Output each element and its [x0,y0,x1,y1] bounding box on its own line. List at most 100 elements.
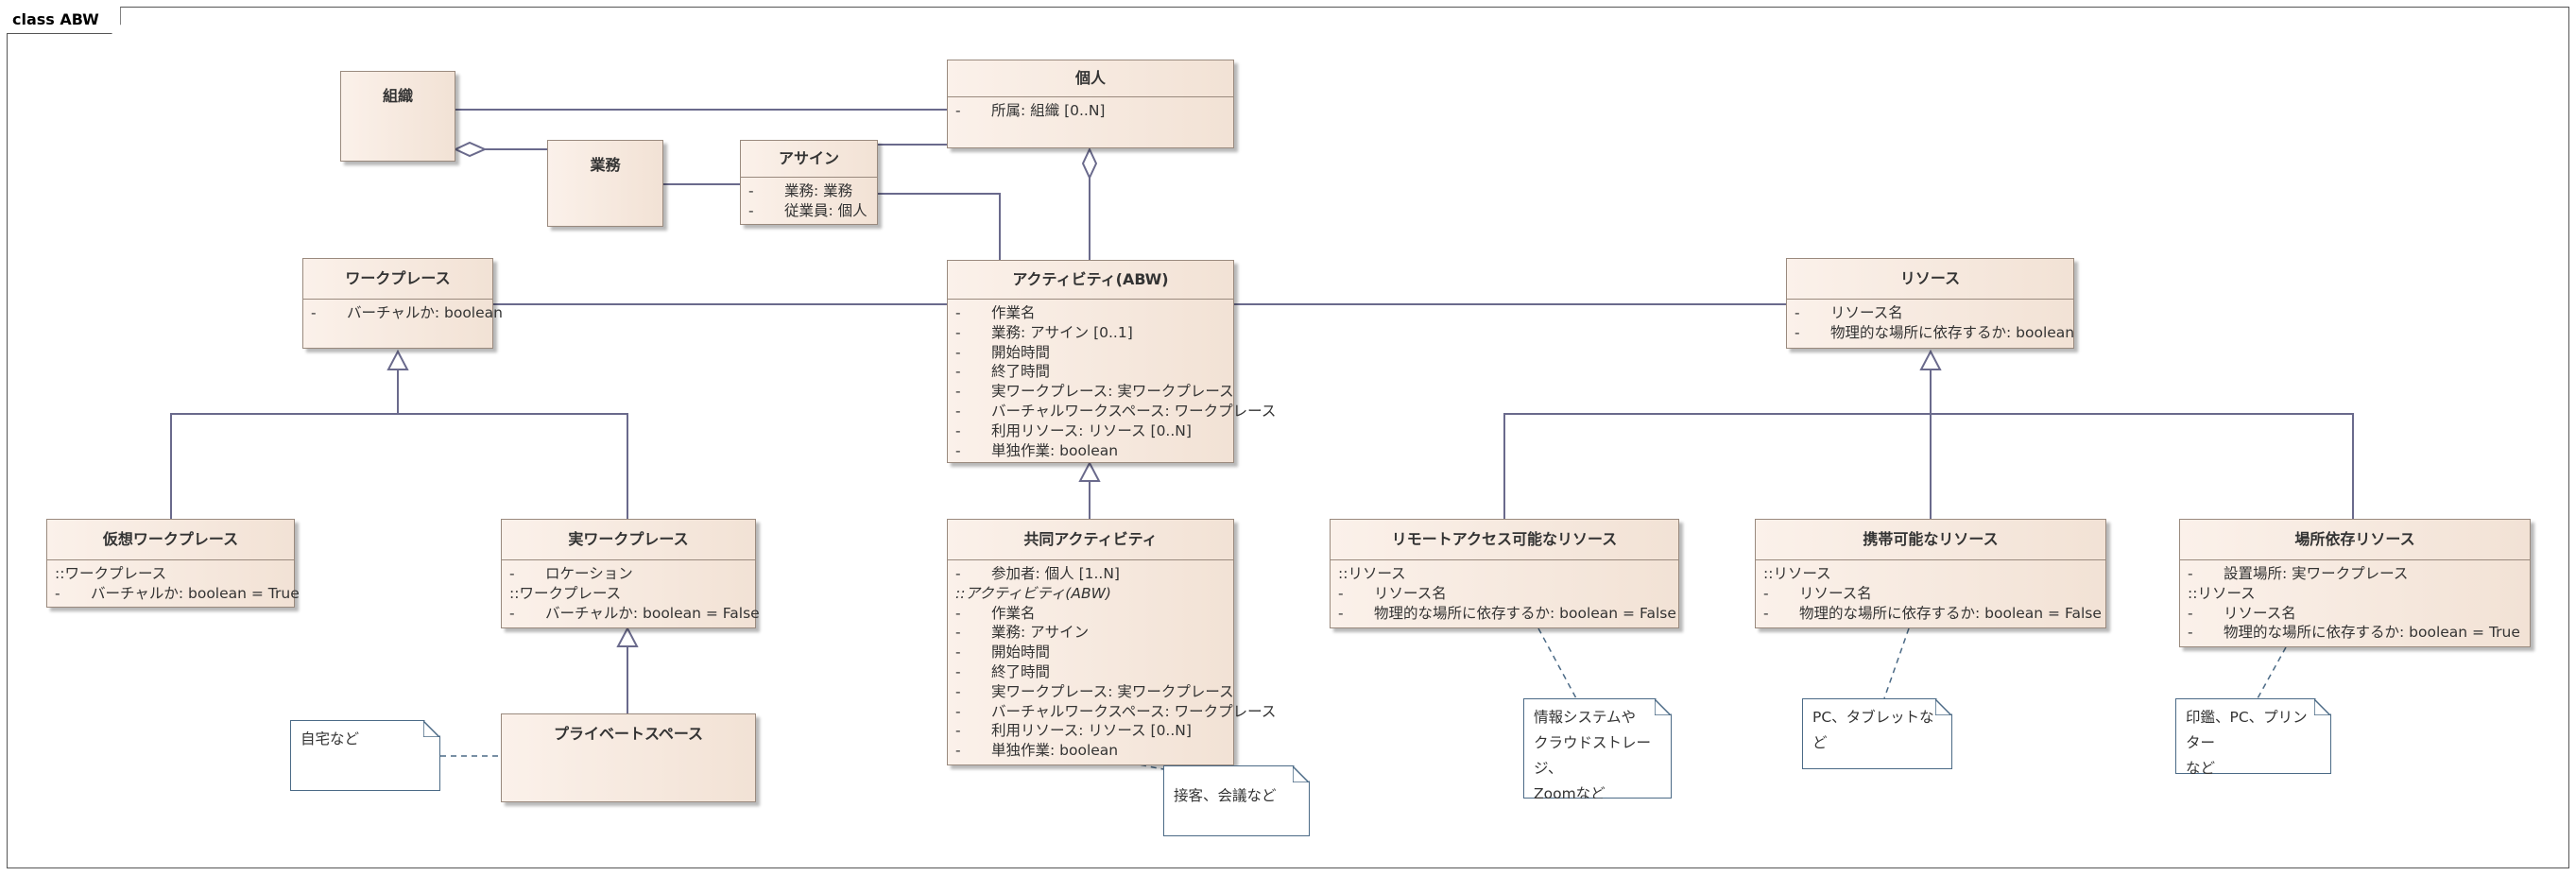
visibility-marker: - [748,182,754,199]
attribute-text: リソース名 [1799,584,1872,602]
visibility-marker: - [955,304,961,321]
class-place-resource[interactable]: 場所依存リソース -設置場所: 実ワークプレース::リソース-リソース名-物理的… [2179,519,2531,647]
visibility-marker: - [955,682,961,700]
note-portable[interactable]: PC、タブレットなど [1802,698,1952,769]
attribute-text: 物理的な場所に依存するか: boolean = True [2224,624,2520,642]
visibility-marker: - [955,441,961,459]
class-name: プライベートスペース [553,725,704,743]
class-kojin[interactable]: 個人 -所属: 組織 [0..N] [947,60,1234,148]
attribute-text: バーチャルか: boolean = True [91,584,300,602]
attribute-list: -業務: 業務-従業員: 個人 [741,178,877,225]
attribute-text: 業務: アサイン [0..1] [991,323,1133,341]
note-text: 印鑑、PC、プリンター など [2186,709,2308,777]
attribute-text: 設置場所: 実ワークプレース [2224,565,2409,582]
attribute-text: バーチャルか: boolean [347,304,503,321]
attribute-text: 終了時間 [991,662,1051,680]
note-home[interactable]: 自宅など [290,720,440,791]
class-name: アクティビティ(ABW) [1012,270,1169,288]
visibility-marker: - [55,584,60,602]
attribute-text: 実ワークプレース: 実ワークプレース [991,682,1234,700]
note-remote[interactable]: 情報システムや クラウドストレージ、 Zoomなど [1523,698,1672,799]
visibility-marker: - [955,102,961,119]
attribute-row: - ロケーション [509,564,747,584]
generalization-arrow-realwp [616,626,639,647]
class-workplace[interactable]: ワークプレース -バーチャルか: boolean [302,258,503,349]
attribute-text: 物理的な場所に依存するか: boolean [1830,323,2075,341]
visibility-marker: - [509,604,515,622]
note-meeting[interactable]: 接客、会議など [1163,765,1310,836]
class-remote-resource[interactable]: リモートアクセス可能なリソース ::リソース-リソース名-物理的な場所に依存する… [1330,519,1679,628]
attribute-row: -実ワークプレース: 実ワークプレース [955,382,1234,402]
visibility-marker: - [955,402,961,420]
note-text: 情報システムや クラウドストレージ、 Zoomなど [1534,709,1652,802]
class-assign[interactable]: アサイン -業務: 業務-従業員: 個人 [740,140,878,225]
class-portable-resource[interactable]: 携帯可能なリソース ::リソース-リソース名-物理的な場所に依存するか: boo… [1755,519,2106,628]
class-real-workplace[interactable]: 実ワークプレース -ロケーション::ワークプレース-バーチャルか: boolea… [501,519,760,628]
class-private-space[interactable]: プライベートスペース [501,713,756,802]
class-resource[interactable]: リソース -リソース名-物理的な場所に依存するか: boolean [1786,258,2074,349]
attribute-text: 終了時間 [991,363,1051,381]
attribute-row: -バーチャルワークスペース: ワークプレース [955,702,1276,722]
visibility-marker: - [955,702,961,720]
attribute-text: ロケーション [545,565,633,582]
attribute-text: リソース名 [2224,604,2296,622]
attribute-list: -所属: 組織 [0..N] [948,97,1233,125]
visibility-marker: - [1763,584,1769,602]
visibility-marker: - [955,644,961,661]
class-name: 共同アクティビティ [1023,530,1158,548]
attribute-row: -バーチャルか: boolean [311,303,503,323]
class-gyomu[interactable]: 業務 [547,140,663,227]
attribute-text: 作業名 [991,604,1036,622]
attribute-row: - 終了時間 [955,662,1226,682]
class-name: アサイン [778,149,839,167]
class-activity[interactable]: アクティビティ(ABW) -作業名-業務: アサイン [0..1]-開始時間-終… [947,260,1276,463]
assoc-assign-activity [878,193,1001,260]
attribute-text: 開始時間 [991,644,1051,661]
inherited-from-label: ::アクティビティ(ABW) [955,584,1111,602]
note-place[interactable]: 印鑑、PC、プリンター など [2175,698,2331,774]
visibility-marker: - [955,722,961,740]
visibility-marker: - [955,421,961,439]
class-name: 業務 [590,156,621,174]
visibility-marker: - [955,662,961,680]
note-fold-icon [2314,699,2330,715]
visibility-marker: - [1795,304,1800,321]
gen-resource-branch [1503,413,2354,519]
class-virtual-workplace[interactable]: 仮想ワークプレース ::ワークプレース-バーチャルか: boolean = Tr… [46,519,300,608]
attribute-row: - 作業名 [955,303,1226,323]
note-fold-icon [1293,766,1309,782]
note-text: 自宅など [301,730,360,747]
class-name: 携帯可能なリソース [1863,530,1999,548]
note-link-place [2257,646,2287,699]
attribute-row: -リソース名 [2188,604,2522,624]
attribute-list: ::リソース-リソース名-物理的な場所に依存するか: boolean = Fal… [1756,560,2105,627]
visibility-marker: - [955,343,961,361]
note-text: 接客、会議など [1174,787,1277,804]
attribute-row: -利用リソース: リソース [0..N] [955,721,1226,741]
note-fold-icon [423,721,439,737]
visibility-marker: - [509,565,515,582]
attribute-row: -バーチャルワークスペース: ワークプレース [955,402,1276,421]
attribute-row: -バーチャルか: boolean = False [509,604,760,624]
attribute-text: 利用リソース: リソース [0..N] [991,421,1192,439]
visibility-marker: - [2188,624,2193,642]
attribute-list: -バーチャルか: boolean [303,300,503,327]
visibility-marker: - [955,323,961,341]
attribute-text: 業務: 業務 [784,182,853,199]
attribute-row: -設置場所: 実ワークプレース [2188,564,2522,584]
attribute-text: リソース名 [1830,304,1903,321]
diagram-frame-label: class ABW [7,7,121,34]
class-joint-activity[interactable]: 共同アクティビティ - 参加者: 個人 [1..N]::アクティビティ(ABW)-… [947,519,1276,765]
attribute-text: 参加者: 個人 [1..N] [991,565,1120,582]
attribute-text: 作業名 [991,304,1036,321]
visibility-marker: - [955,742,961,760]
diagram-frame [7,7,2569,868]
attribute-row: -物理的な場所に依存するか: boolean = False [1763,604,2102,624]
attribute-text: 業務: アサイン [991,624,1090,642]
attribute-row: - リソース名 [1795,303,2066,323]
note-link-portable [1883,627,1910,699]
attribute-row: - リソース名 [1763,584,2098,604]
class-soshiki[interactable]: 組織 [340,71,455,162]
